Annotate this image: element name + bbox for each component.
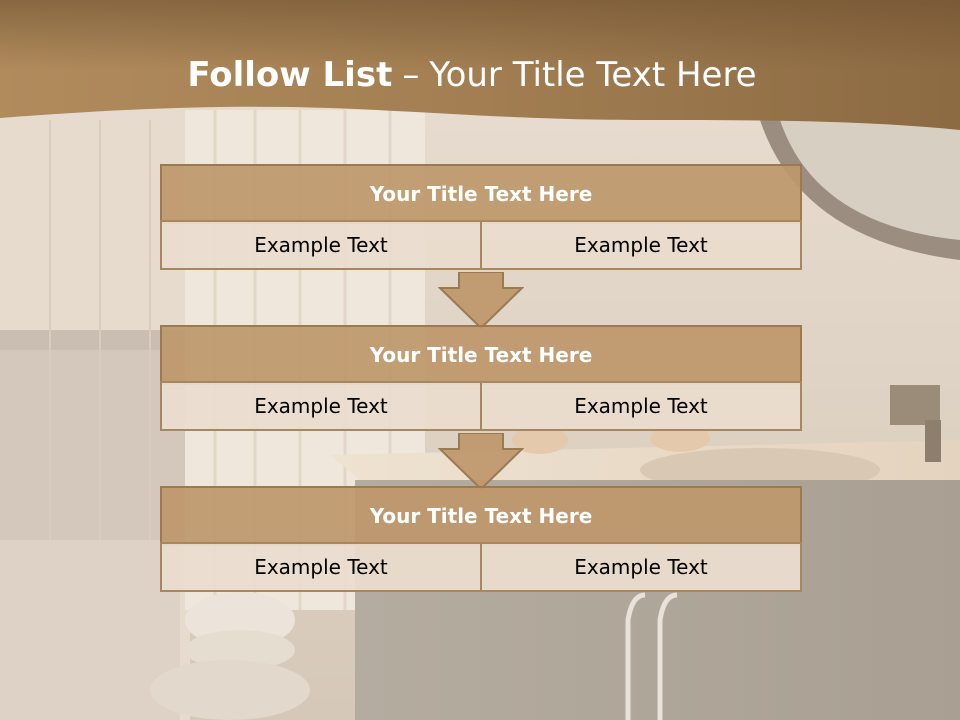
block-cell-right: Example Text [480,542,802,592]
block-cell-left: Example Text [160,220,482,270]
block-title: Your Title Text Here [160,486,802,546]
block-title: Your Title Text Here [160,325,802,385]
block-title: Your Title Text Here [160,164,802,224]
down-arrow-icon [438,433,524,491]
block-cell-left: Example Text [160,381,482,431]
block-cell-left: Example Text [160,542,482,592]
down-arrow-icon [438,272,524,330]
title-bold: Follow List [187,55,393,95]
title-rest: Your Title Text Here [429,55,757,95]
title-dash: – [402,55,420,95]
header-band [0,0,960,130]
slide-title: Follow List–Your Title Text Here [0,52,944,98]
block-cell-right: Example Text [480,220,802,270]
block-cell-right: Example Text [480,381,802,431]
